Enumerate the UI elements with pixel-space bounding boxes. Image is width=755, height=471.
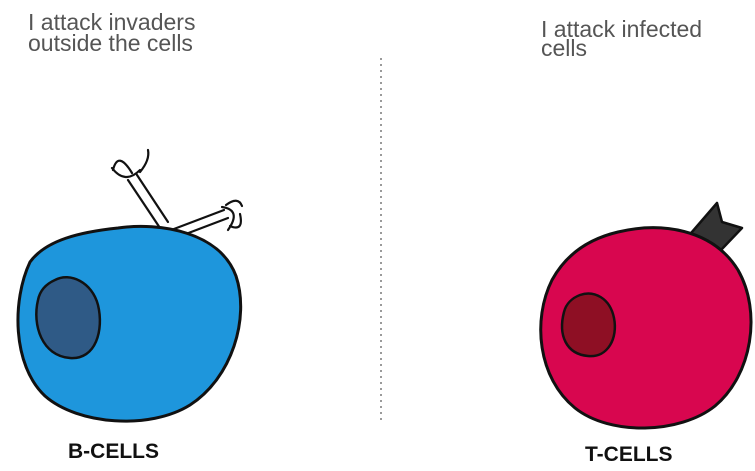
b-cell-nucleus	[36, 277, 100, 358]
t-cell-nucleus	[562, 294, 615, 357]
t-cells-label: T-CELLS	[585, 443, 673, 467]
b-cell-caption: I attack invaders outside the cells	[28, 12, 195, 54]
b-cells-label: B-CELLS	[68, 440, 159, 464]
b-cell-caption-line-2: outside the cells	[28, 33, 195, 54]
t-cell-caption: I attack infected cells	[541, 20, 702, 58]
